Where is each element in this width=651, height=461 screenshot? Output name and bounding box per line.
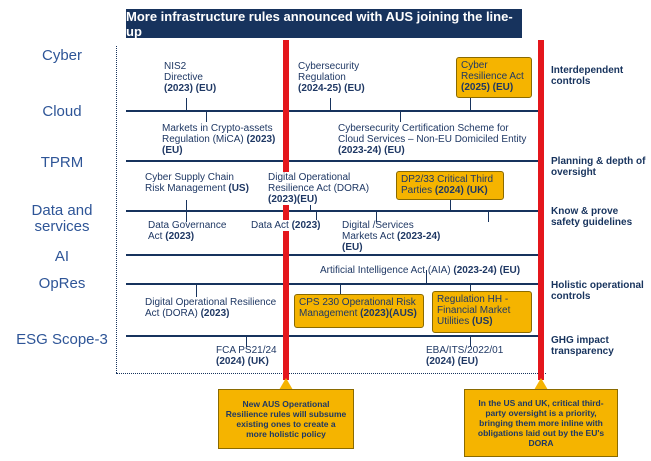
category-tprm: TPRM bbox=[40, 154, 84, 171]
category-cloud: Cloud bbox=[42, 103, 82, 120]
row-line-tprm bbox=[126, 210, 542, 212]
title-banner: More infrastructure rules announced with… bbox=[126, 8, 522, 39]
reg-cra-date: (2025) (EU) bbox=[461, 82, 514, 93]
row-line-ai bbox=[126, 283, 542, 285]
tick bbox=[186, 212, 187, 222]
tick bbox=[206, 112, 207, 122]
reg-cscrm: Cyber Supply Chain Risk Management (US) bbox=[145, 172, 255, 194]
reg-cps230-date: (2023)(AUS) bbox=[360, 308, 417, 319]
tick bbox=[186, 98, 187, 110]
reg-csr-date: (2024-25) (EU) bbox=[298, 83, 365, 94]
tick bbox=[340, 285, 341, 295]
tick bbox=[196, 285, 197, 297]
reg-dga-name: Data Governance Act bbox=[148, 220, 227, 242]
reg-dga: Data Governance Act (2023) bbox=[148, 220, 243, 242]
reg-cscrm-date: (US) bbox=[228, 183, 249, 194]
callout-us-uk-text: In the US and UK, critical third-party o… bbox=[477, 398, 605, 448]
reg-aia-date: (2023-24) (EU) bbox=[453, 265, 521, 276]
reg-cps230: CPS 230 Operational Risk Management (202… bbox=[294, 294, 424, 328]
callout-aus-pointer bbox=[279, 378, 293, 390]
reg-fca-date: (2024) (UK) bbox=[216, 356, 269, 367]
reg-mica-name: Markets in Crypto-assets Regulation (MiC… bbox=[162, 123, 273, 145]
reg-dataact-date: (2023) bbox=[291, 220, 321, 231]
tick bbox=[426, 270, 427, 283]
reg-reghh-name: Regulation HH - Financial Market Utiliti… bbox=[437, 294, 511, 327]
frame-left-dotted bbox=[116, 46, 117, 373]
reg-cybersecurity-regulation: Cybersecurity Regulation (2024-25) (EU) bbox=[298, 61, 408, 94]
callout-us-uk: In the US and UK, critical third-party o… bbox=[464, 389, 618, 457]
right-label-holistic: Holistic operational controls bbox=[551, 280, 644, 302]
reg-eba-date: (2024) (EU) bbox=[426, 356, 479, 367]
category-data-services: Data and services bbox=[31, 202, 93, 235]
tick bbox=[450, 200, 451, 210]
tick bbox=[246, 337, 247, 347]
reg-dp233-name: DP2/33 Critical Third Parties bbox=[401, 174, 494, 196]
red-marker-right bbox=[538, 40, 544, 380]
reg-dora-1: Digital Operational Resilience Act (DORA… bbox=[268, 172, 373, 205]
reg-cscrm-name: Cyber Supply Chain Risk Management bbox=[145, 172, 234, 194]
reg-csr-name: Cybersecurity Regulation bbox=[298, 61, 360, 83]
tick bbox=[470, 285, 471, 295]
row-line-cloud bbox=[126, 160, 542, 162]
reg-aia-name: Artificial Intelligence Act (AIA) bbox=[320, 265, 451, 276]
callout-us-uk-pointer bbox=[534, 378, 548, 390]
reg-dsma-date: (2023-24) (EU) bbox=[342, 231, 441, 253]
tick bbox=[330, 98, 331, 110]
reg-dsma: Digital /Services Markets Act (2023-24) … bbox=[342, 220, 452, 253]
reg-dga-date: (2023) bbox=[165, 231, 195, 242]
reg-dora2-date: (2023) bbox=[200, 308, 230, 319]
reg-data-act: Data Act (2023) bbox=[251, 220, 331, 231]
reg-dora1-name: Digital Operational Resilience Act (DORA… bbox=[268, 172, 370, 194]
frame-bottom-dotted bbox=[116, 373, 546, 374]
row-line-cyber bbox=[126, 110, 542, 112]
reg-nis2: NIS2 Directive (2023) (EU) bbox=[164, 61, 274, 94]
tick bbox=[310, 200, 311, 210]
page-title: More infrastructure rules announced with… bbox=[126, 8, 513, 39]
reg-dora-2: Digital Operational Resilience Act (DORA… bbox=[145, 297, 285, 319]
tick bbox=[400, 112, 401, 122]
reg-dora1-date: (2023)(EU) bbox=[268, 194, 318, 205]
reg-regulation-hh: Regulation HH - Financial Market Utiliti… bbox=[432, 291, 532, 333]
reg-cps230-name: CPS 230 Operational Risk Management bbox=[299, 297, 416, 319]
reg-nis2-date: (2023) (EU) bbox=[164, 83, 217, 94]
tick bbox=[488, 212, 489, 222]
red-marker-left bbox=[283, 40, 289, 380]
reg-mica: Markets in Crypto-assets Regulation (MiC… bbox=[162, 123, 277, 156]
reg-eucs-name: Cybersecurity Certification Scheme for C… bbox=[338, 123, 527, 145]
reg-nis2-name: NIS2 Directive bbox=[164, 61, 203, 83]
reg-mica-date: (2023) (EU) bbox=[162, 134, 276, 156]
reg-fca: FCA PS21/24 (2024) (UK) bbox=[216, 345, 296, 367]
reg-cra-name: Cyber Resilience Act bbox=[461, 60, 524, 82]
reg-aia: Artificial Intelligence Act (AIA) (2023-… bbox=[320, 265, 535, 276]
callout-aus-text: New AUS Operational Resilience rules wil… bbox=[225, 399, 347, 439]
category-opres: OpRes bbox=[38, 275, 86, 292]
reg-dsma-name: Digital /Services Markets Act bbox=[342, 220, 414, 242]
tick bbox=[470, 337, 471, 347]
tick bbox=[470, 98, 471, 110]
tick bbox=[316, 212, 317, 222]
row-line-data bbox=[126, 254, 542, 256]
reg-dora2-name: Digital Operational Resilience Act (DORA… bbox=[145, 297, 277, 319]
reg-reghh-date: (US) bbox=[472, 316, 493, 327]
reg-dp233: DP2/33 Critical Third Parties (2024) (UK… bbox=[396, 171, 504, 200]
reg-dataact-name: Data Act bbox=[251, 220, 289, 231]
right-label-planning: Planning & depth of oversight bbox=[551, 156, 646, 178]
category-ai: AI bbox=[54, 248, 70, 265]
category-esg: ESG Scope-3 bbox=[16, 331, 108, 348]
tick bbox=[186, 200, 187, 210]
reg-eucs-date: (2023-24) (EU) bbox=[338, 145, 405, 156]
right-label-know: Know & prove safety guidelines bbox=[551, 206, 633, 228]
reg-fca-name: FCA PS21/24 bbox=[216, 345, 277, 356]
category-cyber: Cyber bbox=[41, 47, 82, 64]
tick bbox=[376, 212, 377, 222]
right-label-ghg: GHG impact transparency bbox=[551, 335, 614, 357]
right-label-interdependent: Interdependent controls bbox=[551, 65, 624, 87]
reg-dp233-date: (2024) (UK) bbox=[434, 185, 488, 196]
reg-cyber-resilience-act: Cyber Resilience Act (2025) (EU) bbox=[456, 57, 532, 98]
callout-aus: New AUS Operational Resilience rules wil… bbox=[218, 389, 354, 449]
row-line-opres bbox=[126, 335, 542, 337]
reg-eba: EBA/ITS/2022/01 (2024) (EU) bbox=[426, 345, 526, 367]
reg-eba-name: EBA/ITS/2022/01 bbox=[426, 345, 504, 356]
reg-eucs: Cybersecurity Certification Scheme for C… bbox=[338, 123, 533, 156]
